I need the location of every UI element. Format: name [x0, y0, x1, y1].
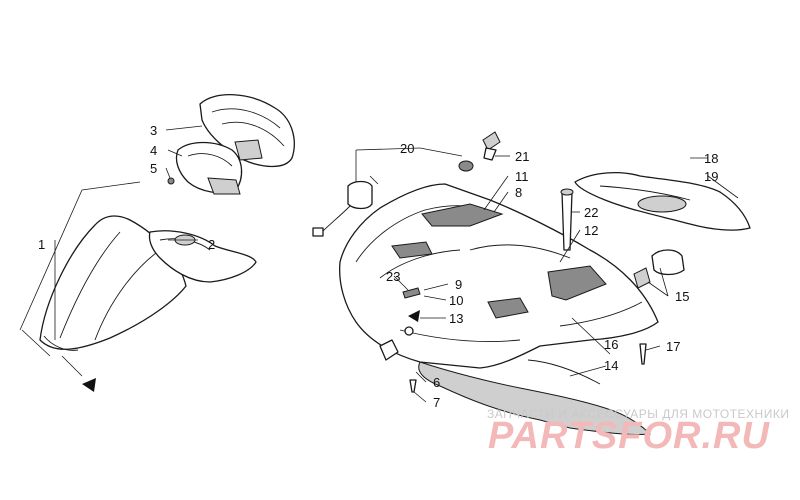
label-8: 8 [515, 185, 522, 200]
light-15 [633, 249, 685, 289]
label-11: 11 [515, 169, 529, 184]
label-19: 19 [704, 169, 718, 184]
label-7: 7 [433, 395, 440, 410]
label-12: 12 [584, 223, 598, 238]
pin-23 [402, 287, 421, 299]
label-14: 14 [604, 358, 618, 373]
bracket-6 [379, 326, 414, 361]
label-3: 3 [150, 123, 157, 138]
label-5: 5 [150, 161, 157, 176]
label-22: 22 [584, 205, 598, 220]
label-10: 10 [449, 293, 463, 308]
watermark-logo: PARTSFOR.RU [488, 415, 770, 457]
screw-17 [639, 343, 647, 365]
label-9: 9 [455, 277, 462, 292]
arrow-left [82, 378, 96, 392]
label-21: 21 [515, 149, 529, 164]
label-4: 4 [150, 143, 157, 158]
label-6: 6 [433, 375, 440, 390]
callout-labels: 1 2 3 4 5 6 7 8 9 10 11 12 13 14 15 16 1… [38, 123, 718, 410]
headlight-housing [199, 94, 295, 168]
footrest-mats [391, 203, 607, 319]
label-23: 23 [386, 269, 400, 284]
lower-skid-plate [418, 359, 652, 436]
fuel-cap-21 [482, 131, 501, 161]
label-13: 13 [449, 311, 463, 326]
headlight-lens [175, 141, 243, 195]
screw-7 [409, 379, 417, 393]
label-18: 18 [704, 151, 718, 166]
label-17: 17 [666, 339, 680, 354]
label-2: 2 [208, 237, 215, 252]
watermark-caption: ЗАПЧАСТИ И АКСЕССУАРЫ ДЛЯ МОТОТЕХНИКИ [487, 407, 789, 421]
switch-20 [312, 180, 373, 237]
arrow-center [408, 310, 420, 322]
label-16: 16 [604, 337, 618, 352]
label-1: 1 [38, 237, 45, 252]
label-15: 15 [675, 289, 689, 304]
label-20: 20 [400, 141, 414, 156]
bolt-22 [560, 188, 574, 251]
watermark: ЗАПЧАСТИ И АКСЕССУАРЫ ДЛЯ МОТОТЕХНИКИ PA… [487, 407, 789, 457]
rear-cowl-18 [574, 172, 751, 231]
hood-body [339, 183, 659, 369]
grommet [458, 160, 474, 172]
leader-lines [19, 125, 739, 403]
screw-5 [167, 177, 175, 185]
